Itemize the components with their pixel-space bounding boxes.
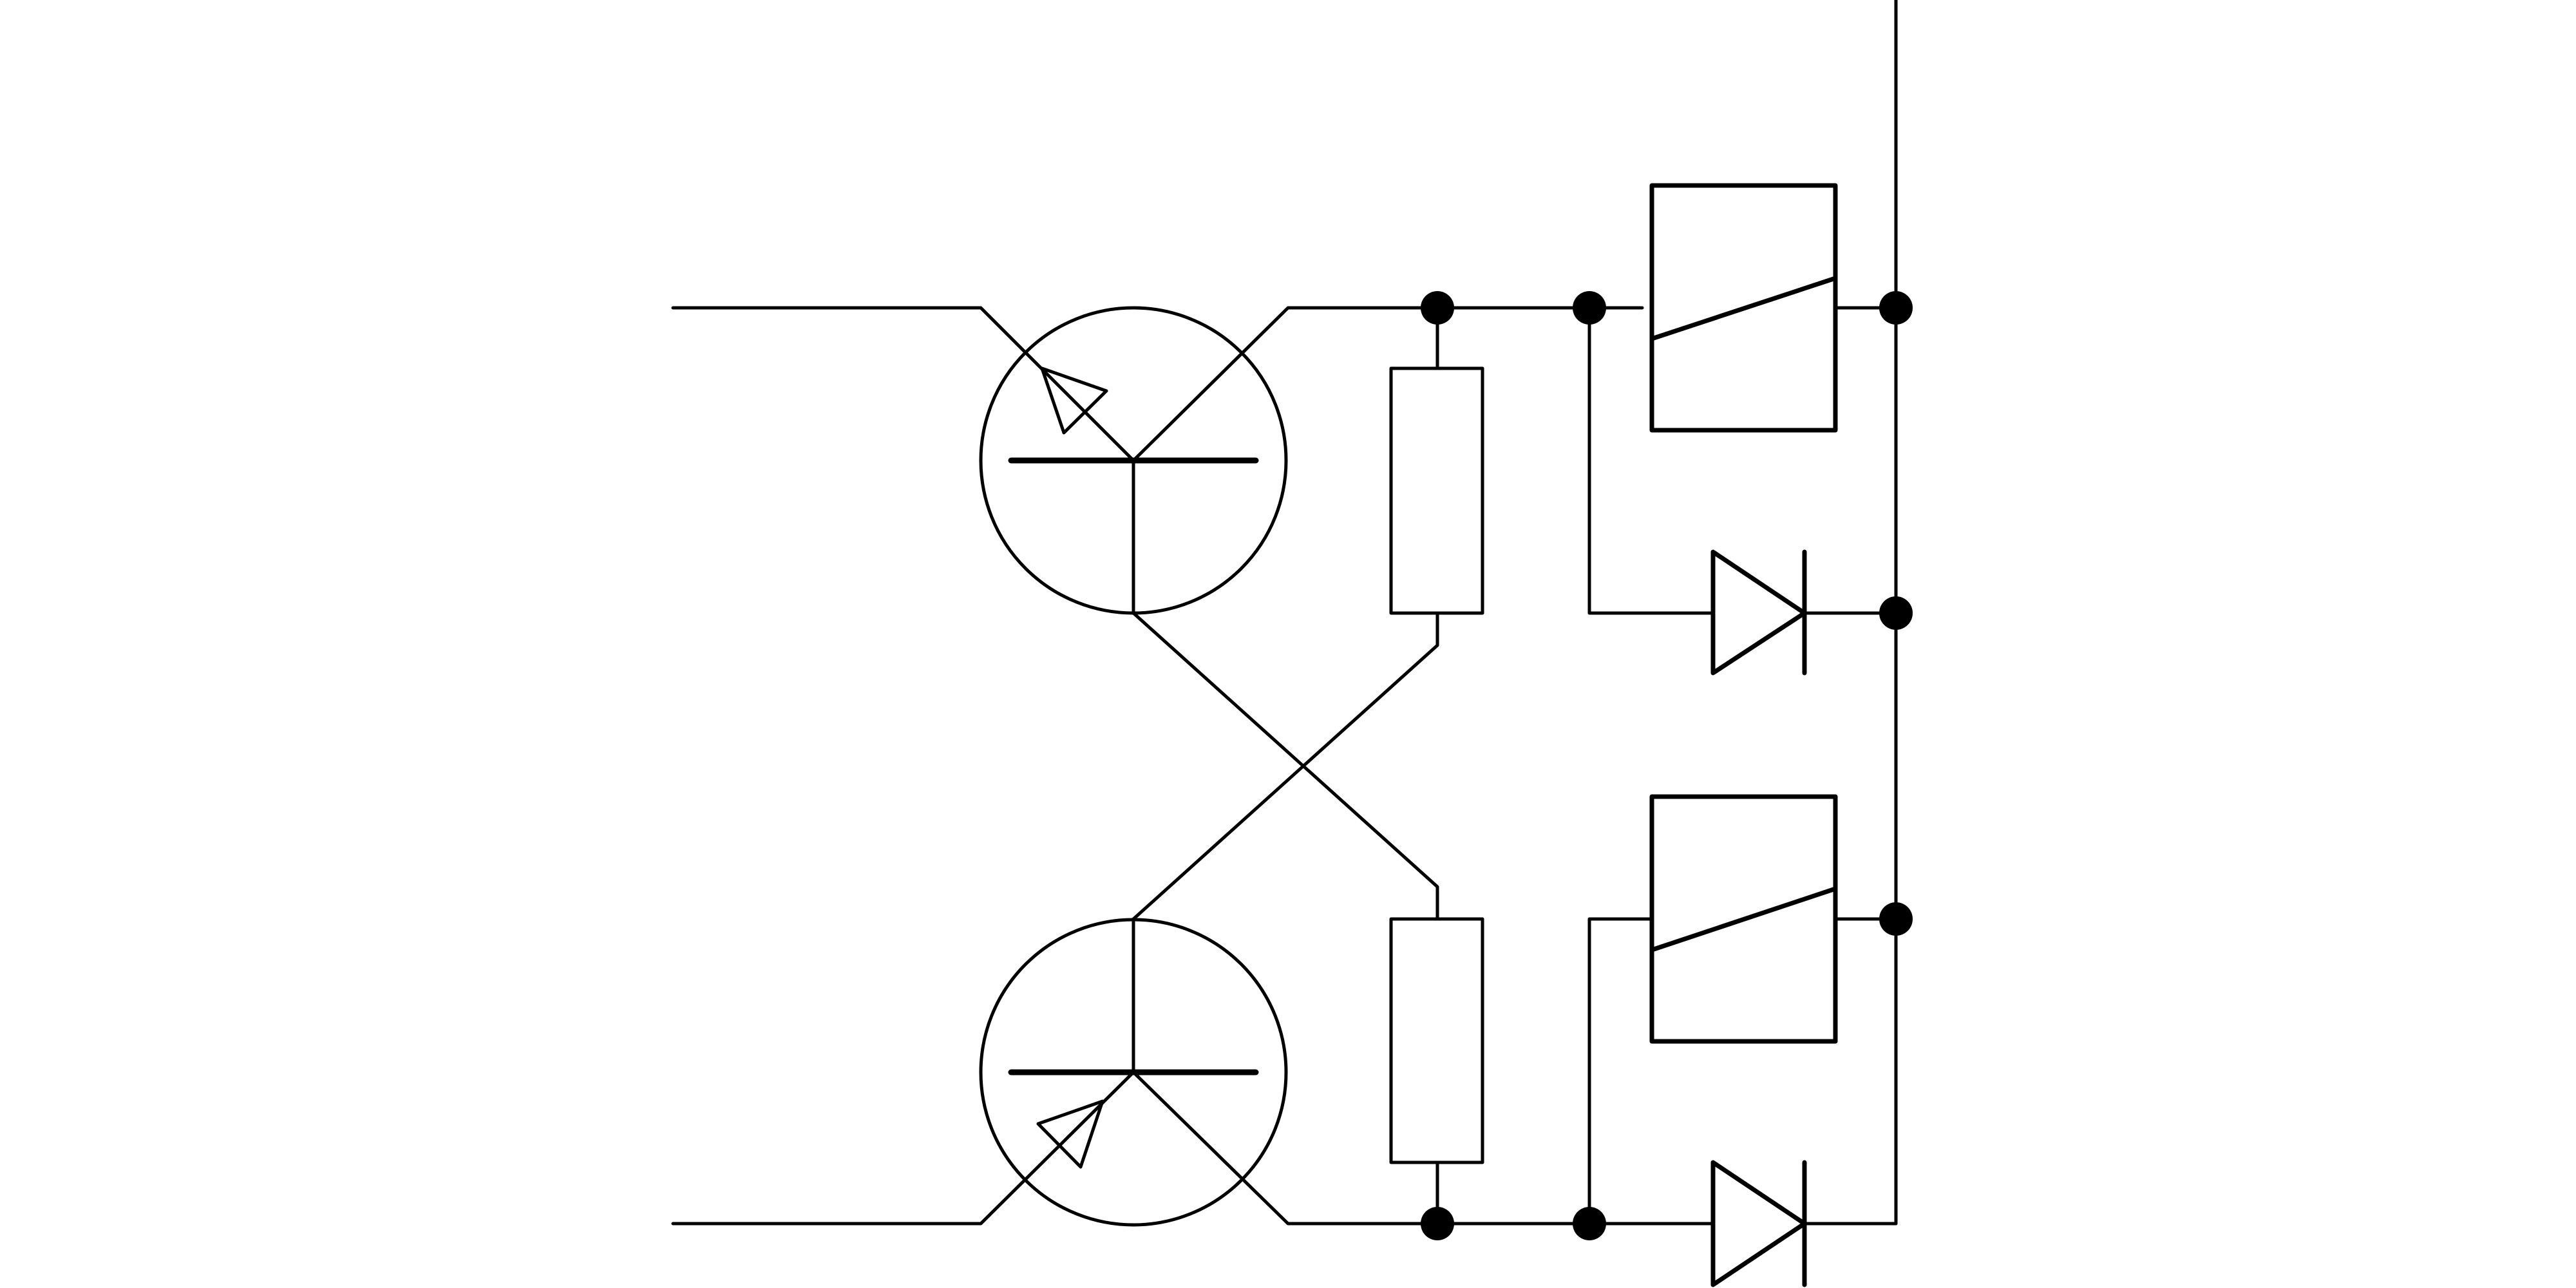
resistor-upper — [1389, 366, 1484, 615]
wire-resistor-upper-cross — [1132, 611, 1439, 921]
diode-lower — [1710, 1160, 1807, 1287]
junction-dot — [1573, 1207, 1606, 1240]
wire-upper-diode-feed — [1587, 306, 1715, 615]
wire-lower-input — [671, 1070, 1135, 1226]
wiring — [671, 0, 1898, 1226]
relay-coil-upper-box — [1649, 183, 1838, 433]
wire-upper-input — [671, 306, 1135, 462]
junction-dot — [1573, 291, 1606, 325]
transistor-lower — [979, 918, 1288, 1227]
wire-lower-coil-feed — [1587, 917, 1654, 1226]
diode-upper — [1710, 549, 1807, 676]
relay-coil-lower — [1649, 794, 1838, 1044]
transistor-lower-body — [979, 918, 1288, 1227]
relay-coil-upper — [1649, 183, 1838, 433]
relay-coil-lower-slash — [1649, 886, 1838, 952]
relay-coil-lower-box — [1649, 794, 1838, 1044]
junction-dot — [1879, 902, 1913, 936]
junction-dot — [1421, 291, 1454, 325]
wire-upper-collector — [1132, 306, 1644, 462]
relay-coil-upper-slash — [1649, 276, 1838, 341]
junction-dot — [1879, 596, 1913, 630]
wire-upper-base-cross — [1132, 611, 1439, 921]
wire-lower-collector — [1132, 1070, 1715, 1226]
junction-dot — [1879, 291, 1913, 325]
transistor-upper-body — [979, 306, 1288, 615]
transistor-lower-emitter-arrow — [1036, 1099, 1104, 1169]
transistor-upper-emitter-arrow — [1040, 366, 1108, 435]
resistor-lower — [1389, 917, 1484, 1164]
diode-upper-triangle — [1710, 549, 1807, 676]
diode-lower-triangle — [1710, 1160, 1807, 1287]
junction-dot — [1421, 1207, 1454, 1240]
junctions — [1421, 291, 1913, 1240]
transistor-upper — [979, 306, 1288, 615]
